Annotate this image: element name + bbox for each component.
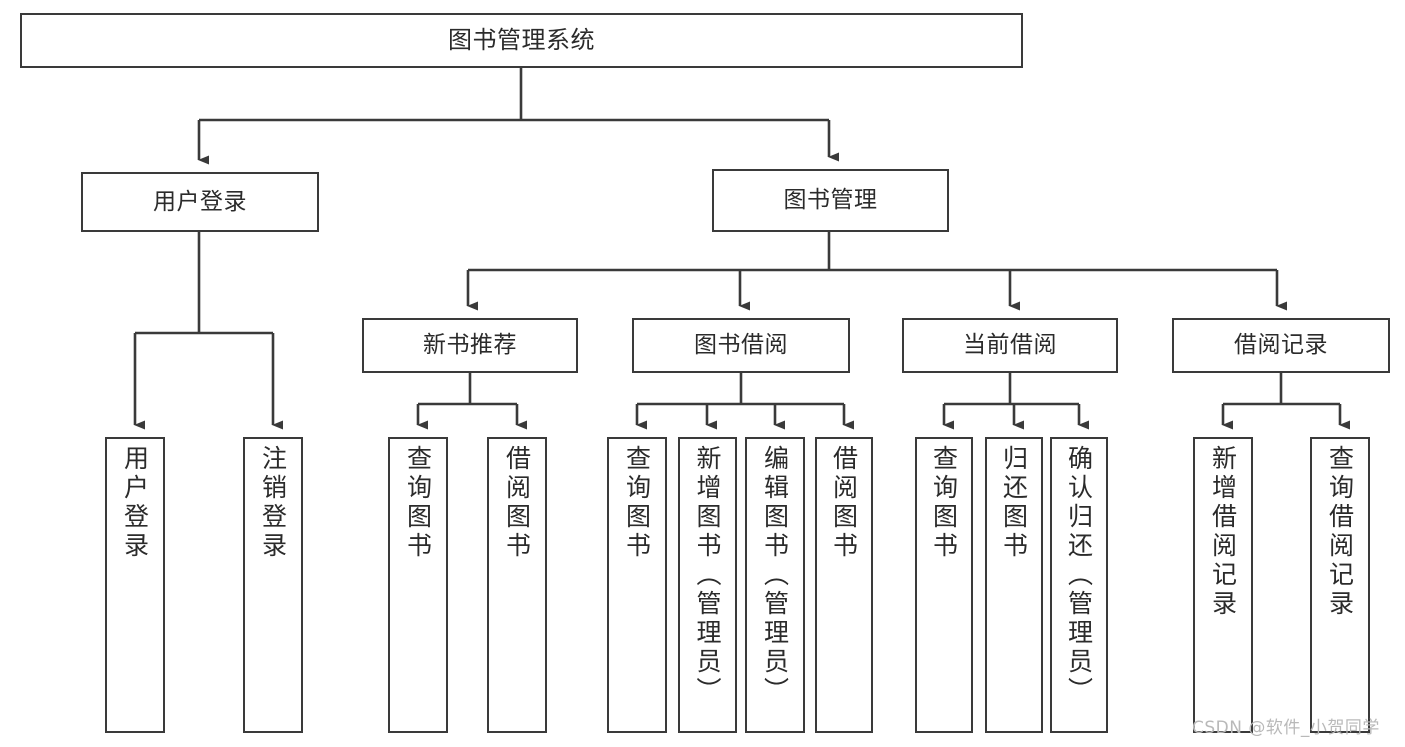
node-leaf-user-logout[interactable]: 注销登录 — [243, 437, 303, 733]
node-new-book-recommend[interactable]: 新书推荐 — [362, 318, 578, 373]
node-user-login[interactable]: 用户登录 — [81, 172, 319, 232]
node-label: 图书管理系统 — [448, 25, 595, 54]
node-leaf-query-book-2[interactable]: 查询图书 — [607, 437, 667, 733]
node-label: 当前借阅 — [963, 332, 1057, 359]
node-label: 查询借阅记录 — [1325, 445, 1355, 619]
node-label: 图书管理 — [783, 187, 878, 214]
node-label: 确认归还（管理员） — [1064, 445, 1094, 706]
node-label: 查询图书 — [403, 445, 433, 561]
node-leaf-query-book-3[interactable]: 查询图书 — [915, 437, 973, 733]
node-leaf-add-book[interactable]: 新增图书（管理员） — [678, 437, 737, 733]
node-leaf-query-book-1[interactable]: 查询图书 — [388, 437, 448, 733]
node-book-borrow[interactable]: 图书借阅 — [632, 318, 850, 373]
node-label: 编辑图书（管理员） — [760, 445, 790, 706]
node-label: 图书借阅 — [694, 332, 788, 359]
node-label: 查询图书 — [929, 445, 959, 561]
node-root-system[interactable]: 图书管理系统 — [20, 13, 1023, 68]
node-label: 借阅图书 — [502, 445, 532, 561]
node-book-manage[interactable]: 图书管理 — [712, 169, 949, 232]
node-borrow-record[interactable]: 借阅记录 — [1172, 318, 1390, 373]
node-label: 新增图书（管理员） — [693, 445, 722, 706]
node-leaf-query-borrow-record[interactable]: 查询借阅记录 — [1310, 437, 1370, 733]
node-label: 用户登录 — [120, 445, 150, 561]
node-label: 归还图书 — [999, 445, 1029, 561]
node-label: 用户登录 — [153, 188, 247, 215]
csdn-watermark: CSDN @软件_小贺同学 — [1192, 718, 1380, 738]
node-label: 借阅记录 — [1234, 332, 1328, 359]
node-label: 查询图书 — [622, 445, 652, 561]
node-leaf-edit-book[interactable]: 编辑图书（管理员） — [745, 437, 805, 733]
node-label: 注销登录 — [258, 445, 288, 561]
node-leaf-add-borrow-record[interactable]: 新增借阅记录 — [1193, 437, 1253, 733]
node-label: 新增借阅记录 — [1208, 445, 1238, 619]
node-leaf-borrow-book-1[interactable]: 借阅图书 — [487, 437, 547, 733]
node-leaf-borrow-book-2[interactable]: 借阅图书 — [815, 437, 873, 733]
node-leaf-user-login[interactable]: 用户登录 — [105, 437, 165, 733]
node-label: 新书推荐 — [423, 332, 517, 359]
node-label: 借阅图书 — [829, 445, 859, 561]
node-leaf-return-book[interactable]: 归还图书 — [985, 437, 1043, 733]
node-current-borrow[interactable]: 当前借阅 — [902, 318, 1118, 373]
node-leaf-confirm-return[interactable]: 确认归还（管理员） — [1050, 437, 1108, 733]
